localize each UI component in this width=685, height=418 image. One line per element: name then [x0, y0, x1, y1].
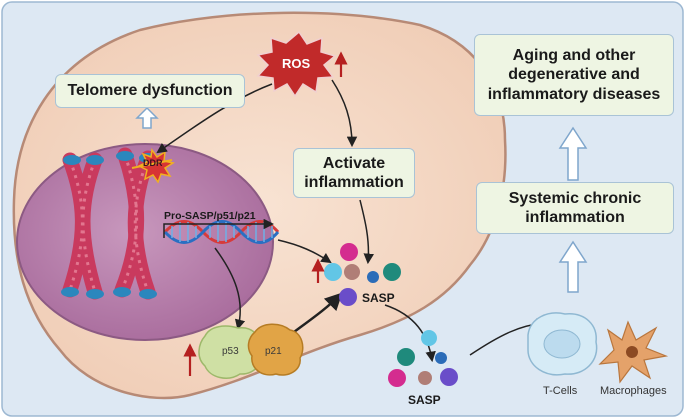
sasp-outer-label: SASP: [408, 393, 441, 407]
sasp-molecule: [339, 288, 357, 306]
dna-helix-icon: [163, 220, 280, 244]
sasp-molecule: [340, 243, 358, 261]
sasp-molecule: [383, 263, 401, 281]
ros-star-icon: [256, 30, 337, 98]
ros-to-ddr-arrow: [156, 83, 273, 154]
sasp-molecule: [344, 264, 360, 280]
ros-label: ROS: [282, 56, 311, 71]
telomere-dysfunction-box: Telomere dysfunction: [55, 74, 245, 108]
sasp-molecule: [367, 271, 379, 283]
up-arrow-to-aging-icon: [558, 126, 588, 181]
telomere-up-arrow-icon: [135, 106, 159, 129]
sasp-molecule: [397, 348, 415, 366]
chromosome-left: [61, 152, 104, 300]
activate-inflammation-box: Activate inflammation: [293, 148, 415, 198]
up-arrow-to-systemic-icon: [558, 240, 588, 293]
dna-to-p53-arrow: [214, 247, 246, 331]
t-cell-icon: [527, 312, 598, 376]
sasp-molecule: [418, 371, 432, 385]
activate-to-sasp-arrow: [359, 199, 374, 265]
aging-diseases-box: Aging and other degenerative and inflamm…: [474, 34, 674, 116]
ddr-flash-icon: [131, 159, 173, 169]
telomere-dysfunction-label: Telomere dysfunction: [67, 82, 233, 100]
sasp-inner-cluster: [324, 243, 401, 306]
sasp-outer-cluster: [388, 330, 458, 387]
ros-to-activate-arrow: [331, 79, 358, 148]
p21-label: p21: [265, 346, 282, 357]
t-cells-label: T-Cells: [543, 385, 578, 397]
sasp-molecule: [324, 263, 342, 281]
transcription-arrow: [163, 218, 275, 238]
p21-to-sasp-arrow: [289, 292, 343, 337]
ddr-label: DDR: [143, 158, 163, 168]
macrophages-label: Macrophages: [600, 385, 667, 397]
sasp-secretion-arrow: [384, 304, 436, 363]
p53-label: p53: [222, 346, 239, 357]
sasp-molecule: [435, 352, 447, 364]
sasp-molecule: [421, 330, 437, 346]
pro-sasp-label: Pro-SASP/p51/p21: [164, 210, 256, 222]
sasp-molecule: [388, 369, 406, 387]
sasp-inner-label: SASP: [362, 291, 395, 305]
systemic-inflammation-box: Systemic chronic inflammation: [476, 182, 674, 234]
activate-inflammation-label: Activate inflammation: [304, 154, 404, 191]
dna-to-sasp-arrow: [277, 239, 332, 264]
systemic-inflammation-label: Systemic chronic inflammation: [508, 189, 642, 226]
macrophage-icon: [598, 320, 669, 384]
aging-diseases-label: Aging and other degenerative and inflamm…: [487, 47, 661, 103]
p21-protein-icon: [247, 323, 304, 376]
sasp-molecule: [440, 368, 458, 386]
ddr-burst-icon: [137, 148, 175, 184]
